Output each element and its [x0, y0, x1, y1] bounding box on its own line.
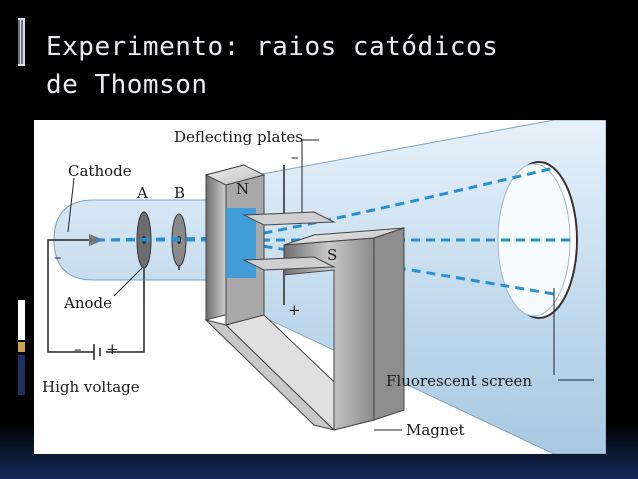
label-cathode-minus: – [54, 248, 62, 266]
label-anode-a: A [136, 184, 148, 202]
label-fluorescent-screen: Fluorescent screen [386, 372, 532, 390]
deflecting-plates [242, 165, 336, 305]
label-cathode: Cathode [68, 162, 132, 180]
slide-title: Experimento: raios catódicos de Thomson [46, 28, 626, 104]
label-plus-bottom: + [288, 301, 301, 319]
thomson-diagram: Deflecting plates Cathode A B N – S + – … [34, 120, 606, 454]
title-line-2: de Thomson [46, 70, 208, 100]
magnet-shape [204, 164, 405, 431]
circuit-wiring [47, 239, 145, 360]
label-high-voltage: High voltage [42, 378, 140, 396]
label-battery-plus: + [106, 340, 119, 358]
label-minus-top: – [291, 148, 299, 166]
diagram-canvas: Deflecting plates Cathode A B N – S + – … [42, 120, 606, 454]
slide-decoration [18, 18, 25, 395]
label-leaders [67, 139, 594, 431]
label-north-pole: N [236, 180, 249, 198]
label-anode: Anode [63, 294, 112, 312]
label-deflecting-plates: Deflecting plates [174, 128, 303, 146]
label-battery-minus: – [74, 340, 82, 358]
label-south-pole: S [327, 246, 337, 264]
label-magnet: Magnet [406, 421, 464, 439]
label-anode-b: B [174, 184, 185, 202]
field-region [226, 208, 256, 278]
title-line-1: Experimento: raios catódicos [46, 32, 499, 62]
